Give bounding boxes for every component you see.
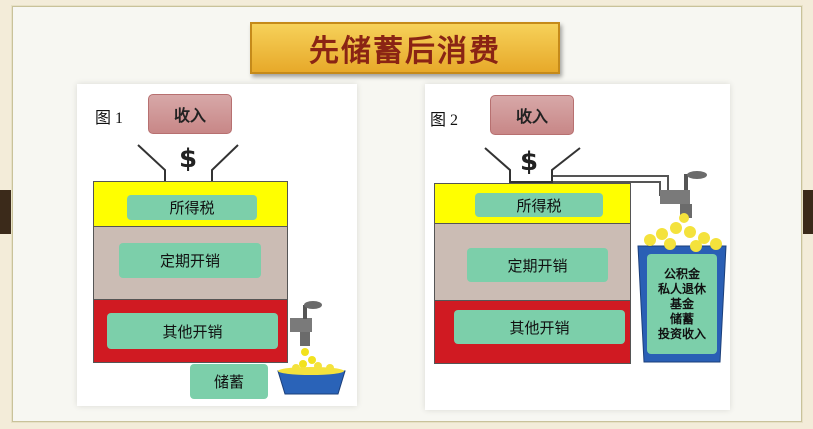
slide-title: 先储蓄后消费 (309, 34, 501, 69)
fig1-dollar-icon: $ (179, 144, 198, 174)
fig1-label: 图 1 (95, 110, 124, 127)
fig2-savings-item: 投资收入 (657, 326, 706, 341)
left-edge-tab (0, 190, 14, 234)
title-banner: 先储蓄后消费 (250, 22, 560, 74)
fig1-bowl-icon (277, 362, 346, 395)
fig2-income-box: 收入 (490, 95, 574, 135)
fig2-savings-box: 公积金 私人退休 基金 储蓄 投资收入 (647, 254, 717, 354)
fig2-dollar-icon: $ (520, 147, 539, 177)
fig2-tax-label: 所得税 (475, 193, 603, 217)
fig1-fixed-label: 定期开销 (119, 243, 261, 278)
fig2-pipe (553, 175, 669, 196)
fig1-income-box: 收入 (148, 94, 232, 134)
fig2-label: 图 2 (430, 112, 459, 129)
fig2-funnel (484, 147, 581, 183)
fig2-fixed-label: 定期开销 (467, 248, 608, 282)
fig1-savings-label: 储蓄 (190, 364, 268, 399)
fig2-savings-item: 公积金 (663, 266, 700, 281)
right-edge-tab (799, 190, 813, 234)
fig1-other-label: 其他开销 (107, 313, 278, 349)
fig2-savings-item: 私人退休 (657, 281, 706, 296)
fig2-other-label: 其他开销 (454, 310, 625, 344)
fig2-savings-item: 基金 (669, 296, 694, 311)
fig1-faucet-icon (290, 301, 322, 368)
fig2-faucet-icon (660, 171, 707, 218)
fig2-savings-item: 储蓄 (669, 311, 694, 326)
fig1-tax-label: 所得税 (127, 195, 257, 220)
